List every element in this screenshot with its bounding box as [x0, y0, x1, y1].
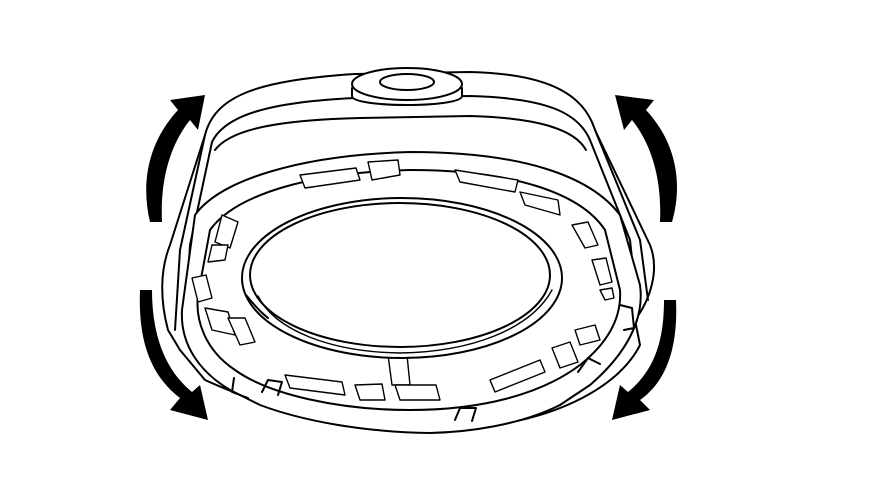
rotate-arrow-upper-right: [615, 95, 677, 222]
locking-tabs: [191, 159, 615, 401]
curved-arrow-icon: [612, 300, 677, 420]
rotate-arrow-upper-left: [146, 95, 205, 222]
curved-arrow-icon: [139, 290, 208, 420]
center-opening: [241, 197, 563, 359]
rotate-arrow-lower-right: [612, 300, 677, 420]
rotate-arrow-lower-left: [139, 290, 208, 420]
top-boss: [351, 67, 463, 106]
curved-arrow-icon: [615, 95, 677, 222]
curved-arrow-icon: [146, 95, 205, 222]
